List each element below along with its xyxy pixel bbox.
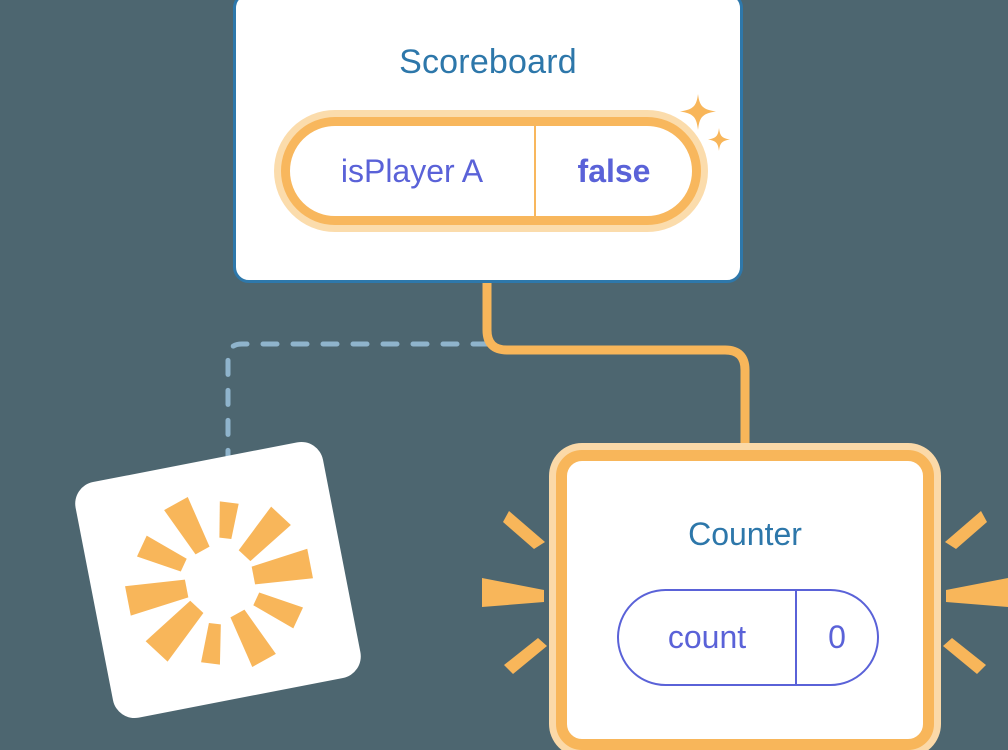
- burst-ray: [164, 496, 210, 555]
- connector-solid-to-counter: [482, 282, 750, 462]
- burst-ray: [136, 535, 187, 572]
- scoreboard-title: Scoreboard: [399, 43, 577, 81]
- burst-ray: [253, 592, 304, 629]
- counter-state-pill[interactable]: count 0: [617, 589, 879, 686]
- scoreboard-state-key: isPlayer A: [340, 152, 484, 189]
- counter-state-value: 0: [828, 619, 846, 655]
- counter-card[interactable]: Counter count 0: [556, 450, 934, 750]
- blank-card[interactable]: [71, 438, 365, 722]
- scoreboard-pill-divider: [534, 126, 536, 216]
- scoreboard-card[interactable]: Scoreboard isPlayer A false: [233, 0, 743, 283]
- counter-state-key: count: [667, 619, 747, 655]
- blank-card-burst-rays: [125, 496, 313, 668]
- burst-ray: [238, 506, 291, 562]
- burst-ray: [219, 501, 239, 540]
- scoreboard-state-pill[interactable]: isPlayer A false: [281, 117, 701, 225]
- burst-ray: [125, 579, 189, 616]
- burst-ray: [251, 548, 313, 585]
- counter-pill-divider: [795, 591, 797, 684]
- counter-title: Counter: [688, 516, 802, 552]
- burst-ray: [201, 622, 221, 665]
- scoreboard-state-value: false: [577, 152, 651, 189]
- connector-dashed-to-blank-card: [225, 341, 490, 477]
- burst-ray: [145, 600, 204, 662]
- burst-ray: [230, 609, 276, 668]
